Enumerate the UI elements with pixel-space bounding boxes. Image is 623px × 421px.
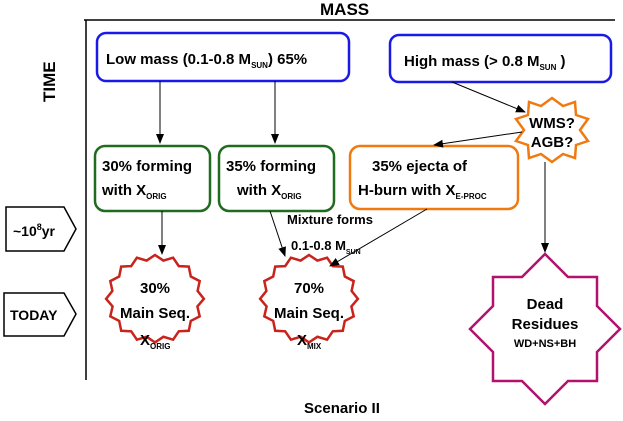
mixture-mass-label: 0.1-0.8 MSUN xyxy=(291,238,361,256)
low-mass-box xyxy=(95,31,351,83)
dead-residues-line3: WD+NS+BH xyxy=(514,338,576,350)
main-seq-orig-pct: 30% xyxy=(140,280,170,297)
caption: Scenario II xyxy=(304,400,380,417)
forming-orig-1-line1: 30% forming xyxy=(102,158,192,175)
main-seq-orig-x: XORIG xyxy=(140,332,170,351)
wms-label: WMS? xyxy=(529,115,575,132)
main-seq-mix-starburst xyxy=(258,253,360,344)
time-marker-1e8yr-label: ~108yr xyxy=(13,222,56,239)
main-seq-mix-x: XMIX xyxy=(297,332,322,351)
ejecta-line2: H-burn with XE-PROC xyxy=(358,182,487,201)
forming-orig-2-line1: 35% forming xyxy=(226,158,316,175)
arrow-ejecta-to-mainseq xyxy=(329,208,428,267)
arrow-wms-to-ejecta xyxy=(433,131,523,148)
forming-orig-1-line2: with XORIG xyxy=(101,182,167,201)
dead-residues-line1: Dead xyxy=(527,296,564,313)
main-seq-mix-pct: 70% xyxy=(294,280,324,297)
time-marker-1e8yr xyxy=(5,206,77,252)
mixture-forms-label: Mixture forms xyxy=(287,212,373,227)
arrow-forming2-to-mainseq xyxy=(269,210,286,257)
ejecta-line1: 35% ejecta of xyxy=(372,158,468,175)
time-marker-today xyxy=(3,292,77,337)
main-seq-orig-title: Main Seq. xyxy=(120,305,190,322)
forming-orig-box-1 xyxy=(93,144,212,213)
agb-label: AGB? xyxy=(531,134,574,151)
forming-orig-2-line2: with XORIG xyxy=(236,182,302,201)
dead-residues-line2: Residues xyxy=(512,316,579,333)
forming-orig-box-2 xyxy=(217,144,336,213)
mass-axis-label: MASS xyxy=(320,0,369,19)
low-mass-label: Low mass (0.1-0.8 MSUN) 65% xyxy=(106,51,307,70)
dead-residues-star xyxy=(468,252,622,406)
high-mass-label: High mass (> 0.8 MSUN ) xyxy=(404,53,566,72)
main-seq-mix-title: Main Seq. xyxy=(274,305,344,322)
arrow-high-to-wms xyxy=(451,81,526,113)
time-marker-today-label: TODAY xyxy=(10,307,58,323)
high-mass-box xyxy=(388,33,613,84)
ejecta-box xyxy=(348,144,520,211)
main-seq-orig-starburst xyxy=(104,253,206,344)
wms-agb-starburst xyxy=(513,96,591,164)
time-axis-label: TIME xyxy=(40,61,59,102)
